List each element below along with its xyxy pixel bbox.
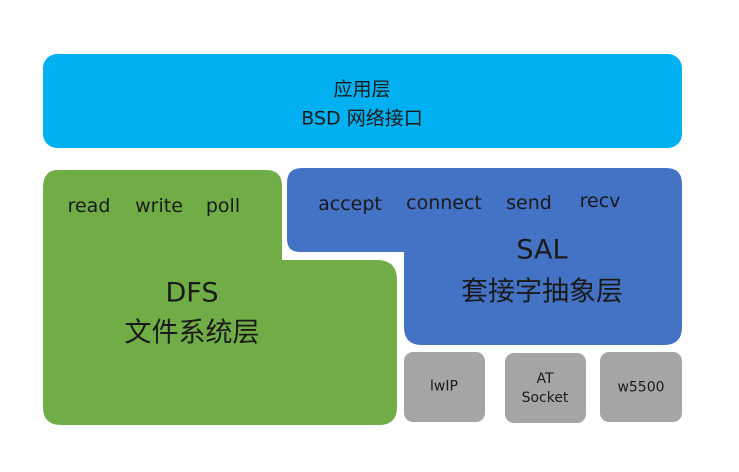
dfs-api-write: write bbox=[135, 195, 183, 217]
app-layer-title: 应用层 bbox=[333, 78, 391, 101]
sal-api-accept: accept bbox=[318, 193, 382, 215]
dfs-box bbox=[43, 170, 397, 425]
backend-at-line1: AT bbox=[536, 371, 554, 387]
sal-api-connect: connect bbox=[406, 192, 482, 214]
sal-box bbox=[287, 168, 682, 345]
app-layer-box bbox=[43, 54, 682, 148]
backend-at-line2: Socket bbox=[521, 390, 569, 406]
backend-lwip-line1: lwIP bbox=[430, 378, 458, 395]
sal-api-send: send bbox=[506, 192, 552, 214]
dfs-api-poll: poll bbox=[205, 195, 241, 217]
dfs-title: DFS bbox=[165, 277, 219, 309]
backend-lwip-label: lwIP bbox=[430, 378, 458, 397]
backend-box-w5500 bbox=[600, 352, 682, 422]
dfs-api-read: read bbox=[67, 195, 111, 217]
app-layer-subtitle: BSD 网络接口 bbox=[301, 107, 423, 130]
backend-w5500-label: w5500 bbox=[617, 379, 664, 398]
dfs-subtitle: 文件系统层 bbox=[124, 317, 260, 349]
sal-api-recv: recv bbox=[579, 190, 621, 212]
sal-title: SAL bbox=[516, 234, 568, 266]
backend-w5500-line1: w5500 bbox=[617, 379, 665, 396]
backend-box-lwip bbox=[404, 352, 485, 422]
backend-box-at-socket bbox=[505, 353, 586, 423]
sal-subtitle: 套接字抽象层 bbox=[461, 276, 623, 308]
backend-at-socket-label: AT Socket bbox=[522, 370, 569, 408]
